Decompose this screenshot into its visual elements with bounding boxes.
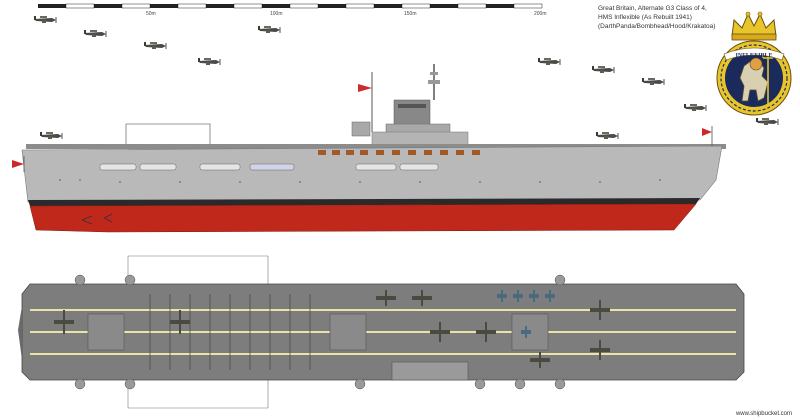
aircraft-2 — [83, 29, 107, 38]
boat-row — [99, 163, 439, 171]
propeller-icon — [81, 213, 113, 225]
scale-label-100: 100m — [270, 11, 283, 17]
aa-gun-row — [318, 150, 480, 155]
island-plan — [391, 361, 469, 381]
ship-side-profile — [12, 64, 726, 233]
scale-bar — [38, 3, 543, 9]
badge-motto: INFLEXIBLE — [735, 53, 772, 59]
scale-label-50: 50m — [146, 11, 156, 17]
deck-aircraft-folded — [497, 290, 555, 338]
island-superstructure — [351, 64, 469, 147]
ship-plan-view — [18, 255, 745, 409]
boot-topping — [28, 198, 700, 206]
aircraft-3 — [143, 41, 167, 50]
title-line-3: (DarthPanda/Bombhead/Hood/Krakatoa) — [598, 23, 716, 30]
lift-centre — [329, 313, 367, 351]
scale-bar-segments — [38, 3, 543, 9]
flight-deck-edge — [26, 144, 726, 149]
credit-text: www.shipbucket.com — [735, 411, 792, 417]
deck-aircraft — [54, 290, 610, 368]
aircraft-1 — [33, 15, 57, 24]
scale-label-150: 150m — [404, 11, 417, 17]
crown-icon — [731, 11, 777, 41]
scale-label-200: 200m — [534, 11, 547, 17]
arrester-wires — [149, 294, 311, 370]
sponson-row — [74, 274, 566, 390]
ship-crest-badge: INFLEXIBLE — [716, 11, 792, 116]
lion-icon — [739, 57, 769, 102]
stern-flag — [702, 128, 712, 136]
title-block: Great Britain, Alternate G3 Class of 4, … — [598, 4, 715, 31]
porthole-row — [59, 179, 661, 183]
hull-red — [29, 203, 697, 233]
jack-flag — [12, 160, 24, 168]
title-line-1: Great Britain, Alternate G3 Class of 4, — [598, 5, 707, 12]
lift-forward — [87, 313, 125, 351]
aircraft-5 — [257, 25, 281, 34]
hull-upper — [21, 145, 723, 203]
ensign-flag — [358, 84, 372, 92]
title-line-2: HMS Inflexible (As Rebuilt 1941) — [598, 14, 692, 21]
